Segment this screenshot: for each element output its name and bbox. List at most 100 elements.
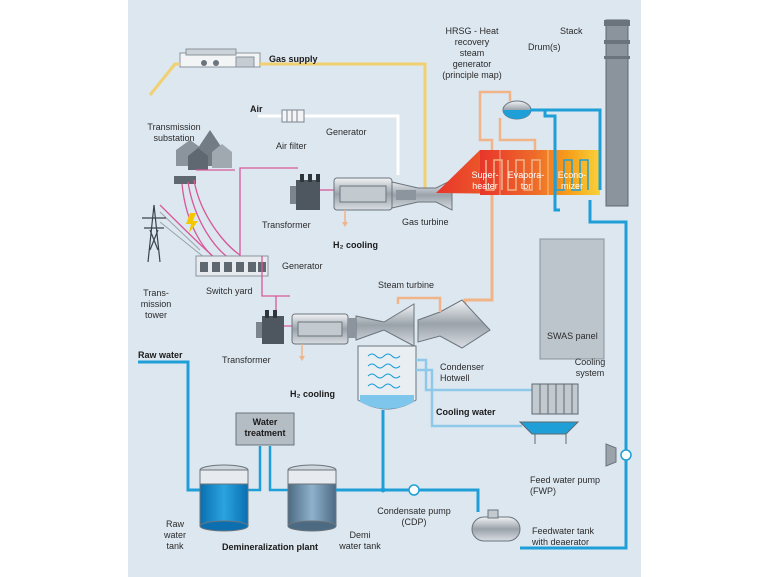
treatment-loop (246, 446, 288, 492)
air-filter (281, 109, 305, 123)
drums-label: Drum(s) (528, 42, 561, 52)
transmission-tower-line3: tower (144, 310, 167, 320)
hotwell-line2: Hotwell (440, 373, 470, 383)
demi-water-tank-line2: water tank (339, 541, 381, 551)
feedwater-tank (471, 509, 521, 542)
transmission-substation (174, 130, 232, 184)
condensate-pump-line2: (CDP) (401, 517, 427, 527)
generator-bottom-label: Generator (282, 261, 323, 271)
power-lines-grey (159, 211, 206, 259)
superheater-line2: heater (472, 181, 498, 191)
lightning-icon (186, 213, 198, 233)
power-lines (159, 169, 241, 263)
raw-water-tank-label: Raw water tank (158, 519, 192, 552)
generator-top-label: Generator (326, 127, 367, 137)
swas-panel (539, 238, 605, 360)
demi-water-tank (287, 464, 337, 532)
feedwater-tank-label: Feedwater tank with deaerator (532, 526, 594, 548)
feed-water-pump (605, 443, 632, 467)
transmission-tower-line2: mission (140, 299, 172, 309)
condenser-line1: Condenser (440, 362, 485, 372)
hrsg-line5: (principle map) (442, 70, 502, 80)
superheater-coil (485, 159, 503, 191)
gas-supply-line (148, 62, 427, 195)
feed-water-pump-line2: (FWP) (530, 486, 556, 496)
feed-water-pump-line1: Feed water pump (530, 475, 601, 485)
transmission-tower-line1: Trans- (143, 288, 169, 298)
demi-water-tank-line1: Demi (349, 530, 371, 540)
evaporator-line1: Evapora- (507, 170, 545, 180)
hrsg-line1: HRSG - Heat (445, 26, 499, 36)
condensate-pump (408, 484, 420, 496)
cooling-system-line2: system (575, 368, 605, 378)
gas-turbine (391, 179, 453, 211)
steam-turbine-label: Steam turbine (378, 280, 435, 290)
gen-transformer-link (275, 296, 292, 327)
hp-steam-line (463, 195, 494, 312)
transformer-bottom (256, 310, 284, 344)
economizer-coil (555, 159, 589, 191)
condensate-pump-label: Condensate pump (CDP) (374, 506, 454, 528)
feed-water-pump-label: Feed water pump (FWP) (530, 475, 600, 497)
hrsg-label: HRSG - Heat recovery steam generator (pr… (432, 26, 512, 81)
hrsg-line3: steam (459, 48, 485, 58)
gas-supply-label: Gas supply (269, 54, 318, 64)
raw-water-line (138, 360, 200, 492)
condensate-pump-line1: Condensate pump (377, 506, 451, 516)
swas-panel-label: SWAS panel (547, 331, 598, 341)
economizer-label: Econo- mizer (552, 170, 592, 192)
economizer-line2: mizer (561, 181, 583, 191)
stack (604, 19, 630, 207)
transmission-substation-line1: Transmission (147, 122, 201, 132)
evaporator-line2: tor (520, 181, 532, 191)
feedwater-tank-line2: with deaerator (532, 537, 590, 547)
water-treatment-label: Water treatment (236, 417, 294, 439)
water-treatment-box (235, 412, 295, 446)
evaporator-coil (507, 159, 541, 191)
raw-water-tank (199, 464, 249, 532)
switch-yard-label: Switch yard (206, 286, 253, 296)
gas-supply-station (179, 48, 261, 68)
cooling-system-line1: Cooling (574, 357, 606, 367)
raw-water-label: Raw water (138, 350, 183, 360)
gas-turbine-label: Gas turbine (402, 217, 449, 227)
steam-turbine (348, 299, 491, 349)
superheater-line1: Super- (471, 170, 499, 180)
generator-top (333, 177, 393, 227)
switchyard-to-transformer-line (239, 167, 298, 297)
raw-water-tank-line2: water (163, 530, 186, 540)
transformer-bottom-label: Transformer (222, 355, 271, 365)
condenser (357, 345, 417, 410)
drum (502, 100, 532, 120)
evaporator-label: Evapora- tor (506, 170, 546, 192)
h2-cooling-top-label: H₂ cooling (333, 240, 378, 250)
transmission-substation-line2: substation (153, 133, 195, 143)
cooling-system-label: Cooling system (570, 357, 610, 379)
superheater-label: Super- heater (466, 170, 504, 192)
switch-yard (195, 255, 269, 277)
ip-steam-line (396, 296, 442, 312)
feedwater-return-line (520, 108, 628, 550)
hrsg-line4: generator (452, 59, 492, 69)
demineralization-plant-label: Demineralization plant (222, 542, 319, 552)
economizer-line1: Econo- (557, 170, 587, 180)
cooling-water-line (416, 358, 535, 428)
transmission-substation-label: Transmission substation (138, 122, 210, 144)
air-intake-line (258, 114, 400, 175)
transformer-top (290, 174, 320, 210)
transmission-tower (142, 204, 166, 263)
transmission-tower-label: Trans- mission tower (136, 288, 176, 321)
demi-water-tank-label: Demi water tank (332, 530, 388, 552)
air-filter-label: Air filter (276, 141, 307, 151)
air-label: Air (250, 104, 263, 114)
h2-cooling-bottom-label: H₂ cooling (290, 389, 335, 399)
raw-water-tank-line1: Raw (165, 519, 184, 529)
cooling-system (518, 383, 580, 444)
cooling-water-label: Cooling water (436, 407, 496, 417)
hrsg-line2: recovery (454, 37, 490, 47)
generator-bottom (291, 313, 349, 361)
raw-water-tank-line3: tank (166, 541, 184, 551)
feedwater-tank-line1: Feedwater tank (532, 526, 595, 536)
steam-line-drum (478, 90, 537, 150)
